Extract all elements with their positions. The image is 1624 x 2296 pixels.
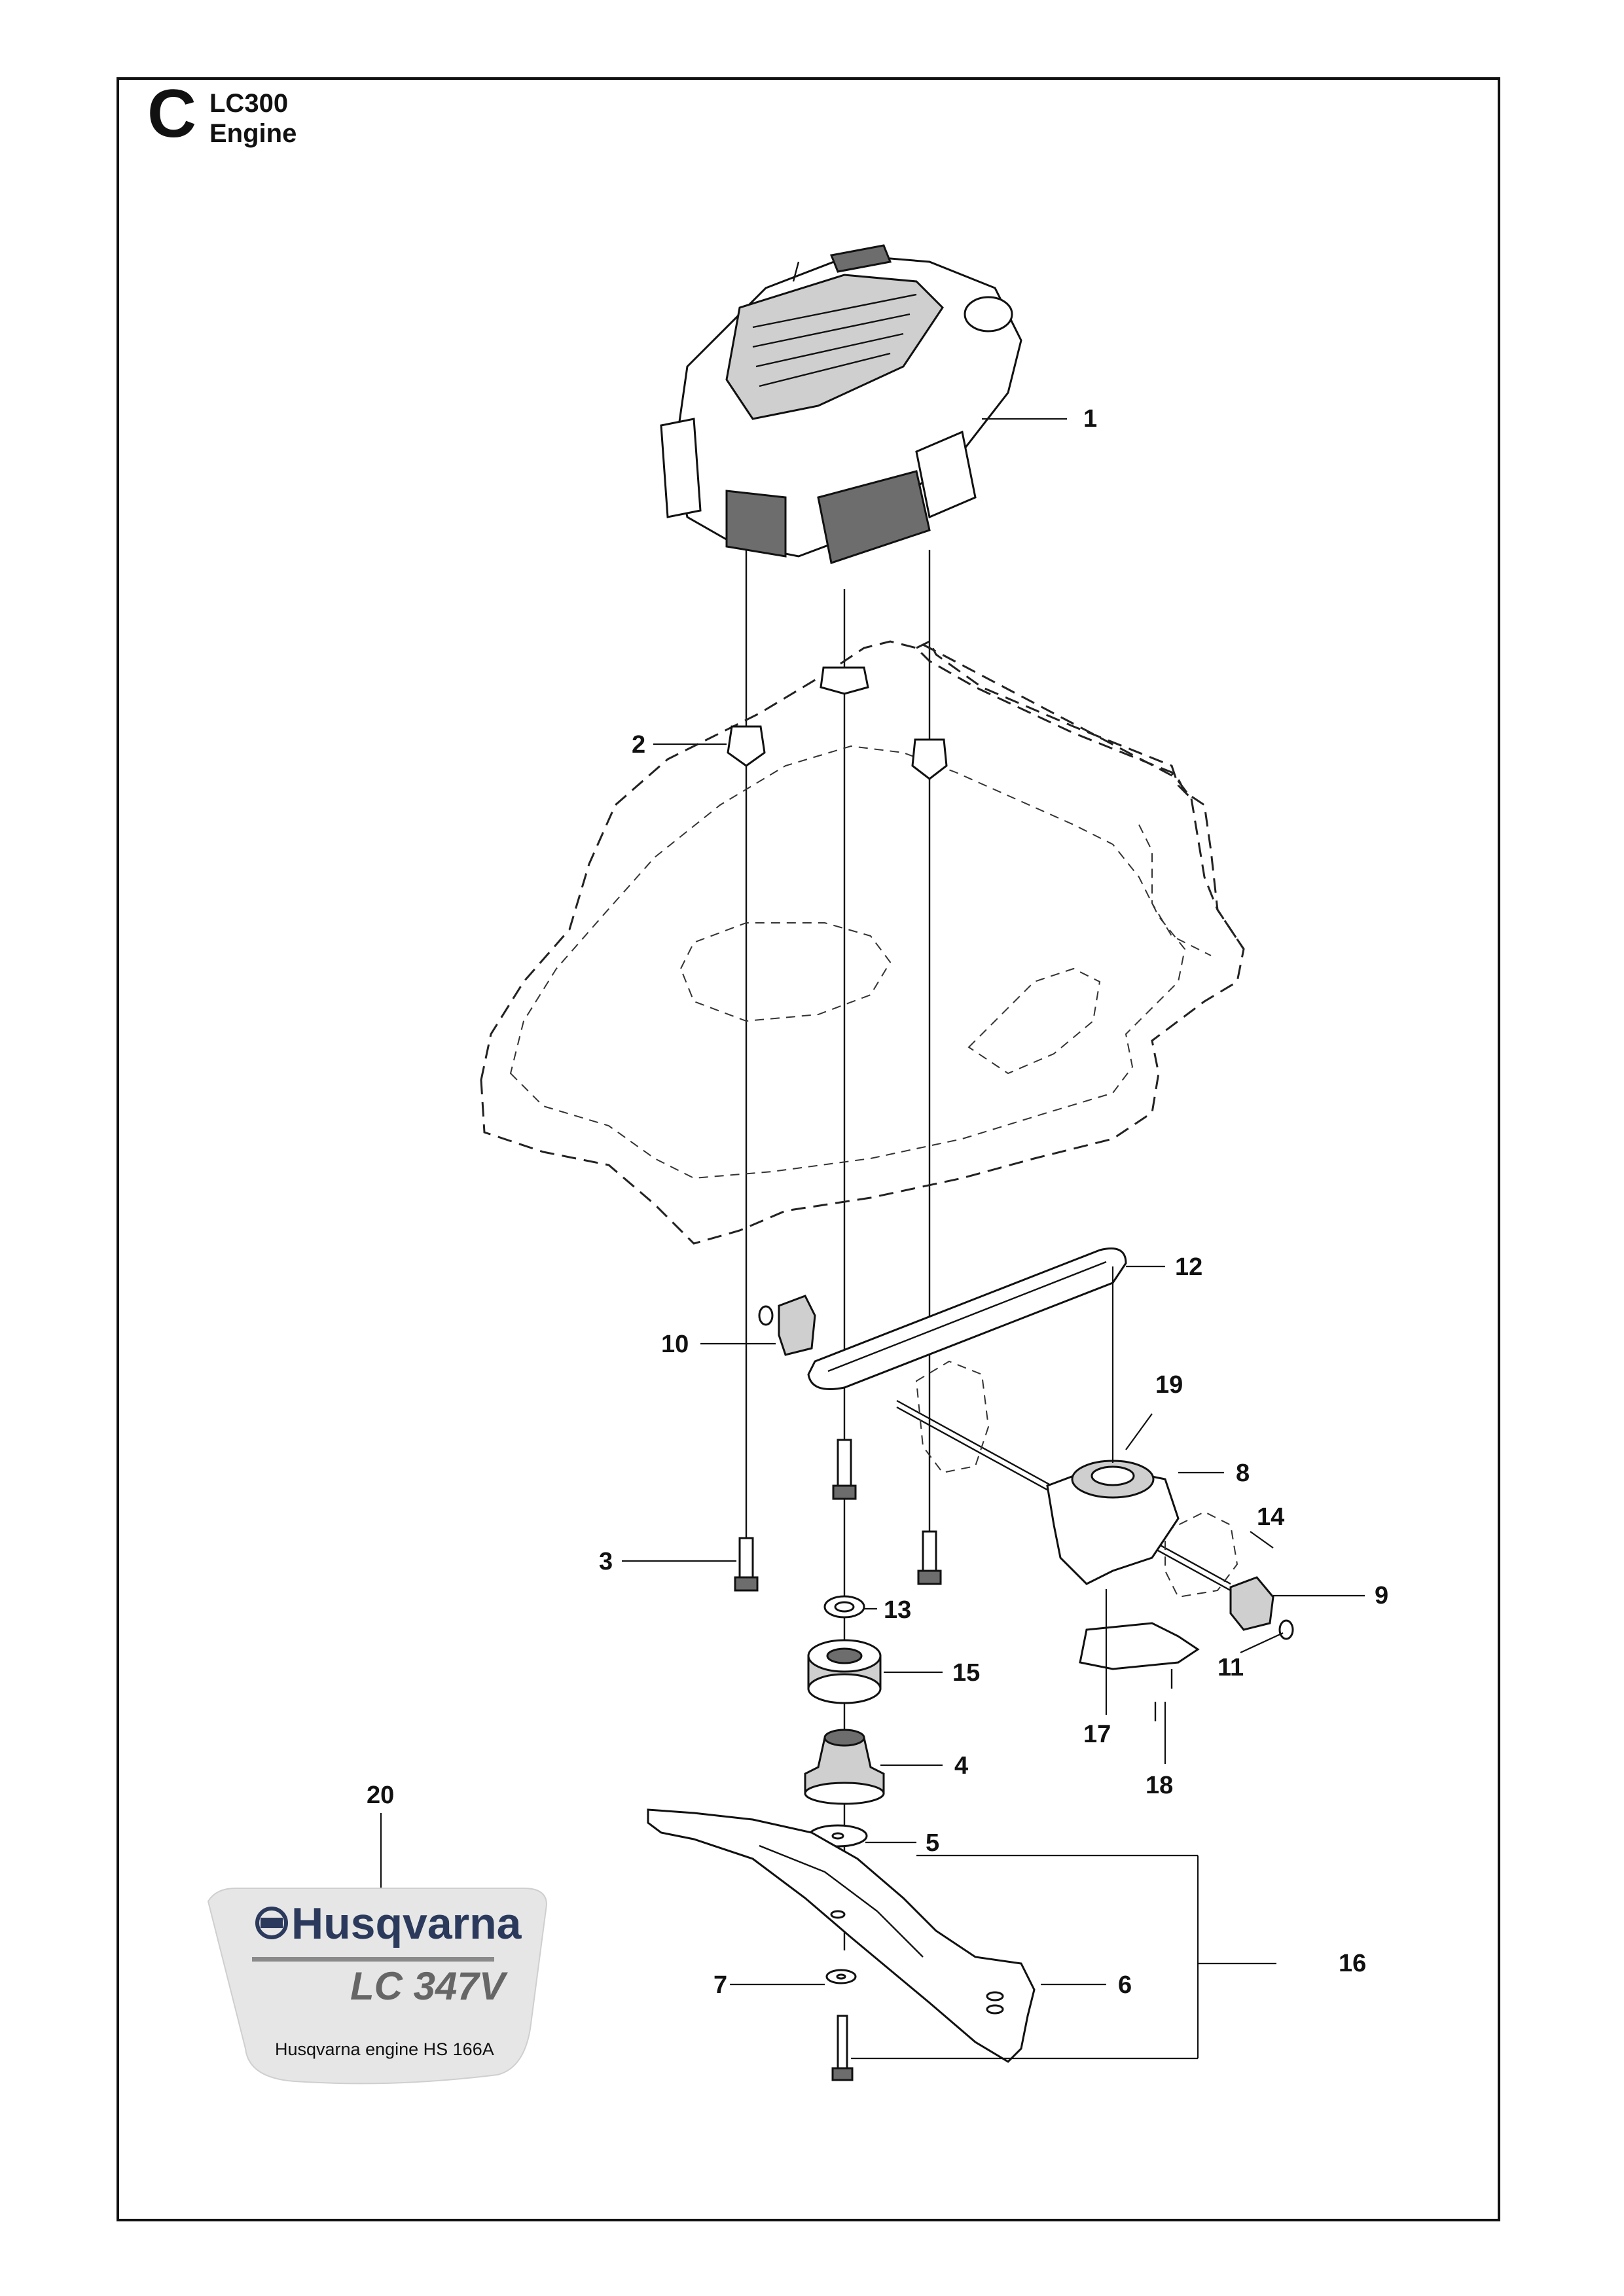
callout-7: 7 bbox=[713, 1971, 727, 1999]
decal-20: Husqvarna LC 347V Husqvarna engine HS 16… bbox=[207, 1888, 548, 2085]
callout-13: 13 bbox=[884, 1596, 911, 1624]
blade-adapter-4 bbox=[804, 1729, 885, 1805]
washer-7-hole bbox=[836, 1973, 846, 1980]
callout-2: 2 bbox=[632, 731, 645, 759]
callout-14: 14 bbox=[1257, 1503, 1284, 1531]
callout-18: 18 bbox=[1146, 1772, 1173, 1799]
callout-6: 6 bbox=[1118, 1971, 1132, 1999]
callout-numbers: 1 2 3 4 5 6 7 8 9 10 11 12 13 14 15 16 1… bbox=[367, 405, 1388, 1999]
decal-brand: Husqvarna bbox=[291, 1899, 522, 1948]
page-frame bbox=[117, 77, 1500, 2221]
transmission-assembly bbox=[896, 1360, 1238, 1721]
callout-10: 10 bbox=[661, 1331, 689, 1358]
callout-12: 12 bbox=[1175, 1253, 1202, 1281]
blade-bolt bbox=[831, 2015, 854, 2081]
model-name: LC300 bbox=[209, 89, 289, 118]
callout-5: 5 bbox=[926, 1829, 939, 1857]
callout-16: 16 bbox=[1339, 1950, 1366, 1977]
section-letter: C bbox=[147, 76, 197, 152]
wheel-gear-left bbox=[758, 1295, 816, 1356]
blade-6 bbox=[647, 1808, 1036, 2063]
leader-lines bbox=[380, 418, 1365, 2060]
callout-1: 1 bbox=[1083, 405, 1097, 433]
decal-engine-text: Husqvarna engine HS 166A bbox=[275, 2039, 494, 2059]
callout-8: 8 bbox=[1236, 1460, 1250, 1487]
engine-bolts bbox=[734, 1439, 942, 1592]
group-name: Engine bbox=[209, 119, 297, 148]
decal-divider bbox=[252, 1957, 494, 1962]
engine-illustration bbox=[660, 244, 1022, 564]
callout-3: 3 bbox=[599, 1548, 613, 1575]
deck-outline bbox=[480, 639, 1245, 1245]
washer-5-hole bbox=[831, 1832, 844, 1840]
callout-9: 9 bbox=[1375, 1582, 1388, 1609]
callout-4: 4 bbox=[954, 1752, 968, 1780]
washer-13-hole bbox=[834, 1601, 855, 1613]
pulley-15 bbox=[807, 1639, 882, 1704]
drive-belt bbox=[807, 1247, 1127, 1390]
callout-15: 15 bbox=[952, 1659, 980, 1687]
wheel-gear-right bbox=[1229, 1576, 1294, 1640]
callout-17: 17 bbox=[1083, 1721, 1111, 1748]
callout-19: 19 bbox=[1155, 1371, 1183, 1399]
callout-20: 20 bbox=[367, 1782, 394, 1809]
decal-model: LC 347V bbox=[350, 1964, 509, 2008]
engine-mount-clips bbox=[727, 666, 948, 780]
husqvarna-logo-icon bbox=[255, 1907, 288, 1939]
callout-11: 11 bbox=[1218, 1654, 1244, 1681]
